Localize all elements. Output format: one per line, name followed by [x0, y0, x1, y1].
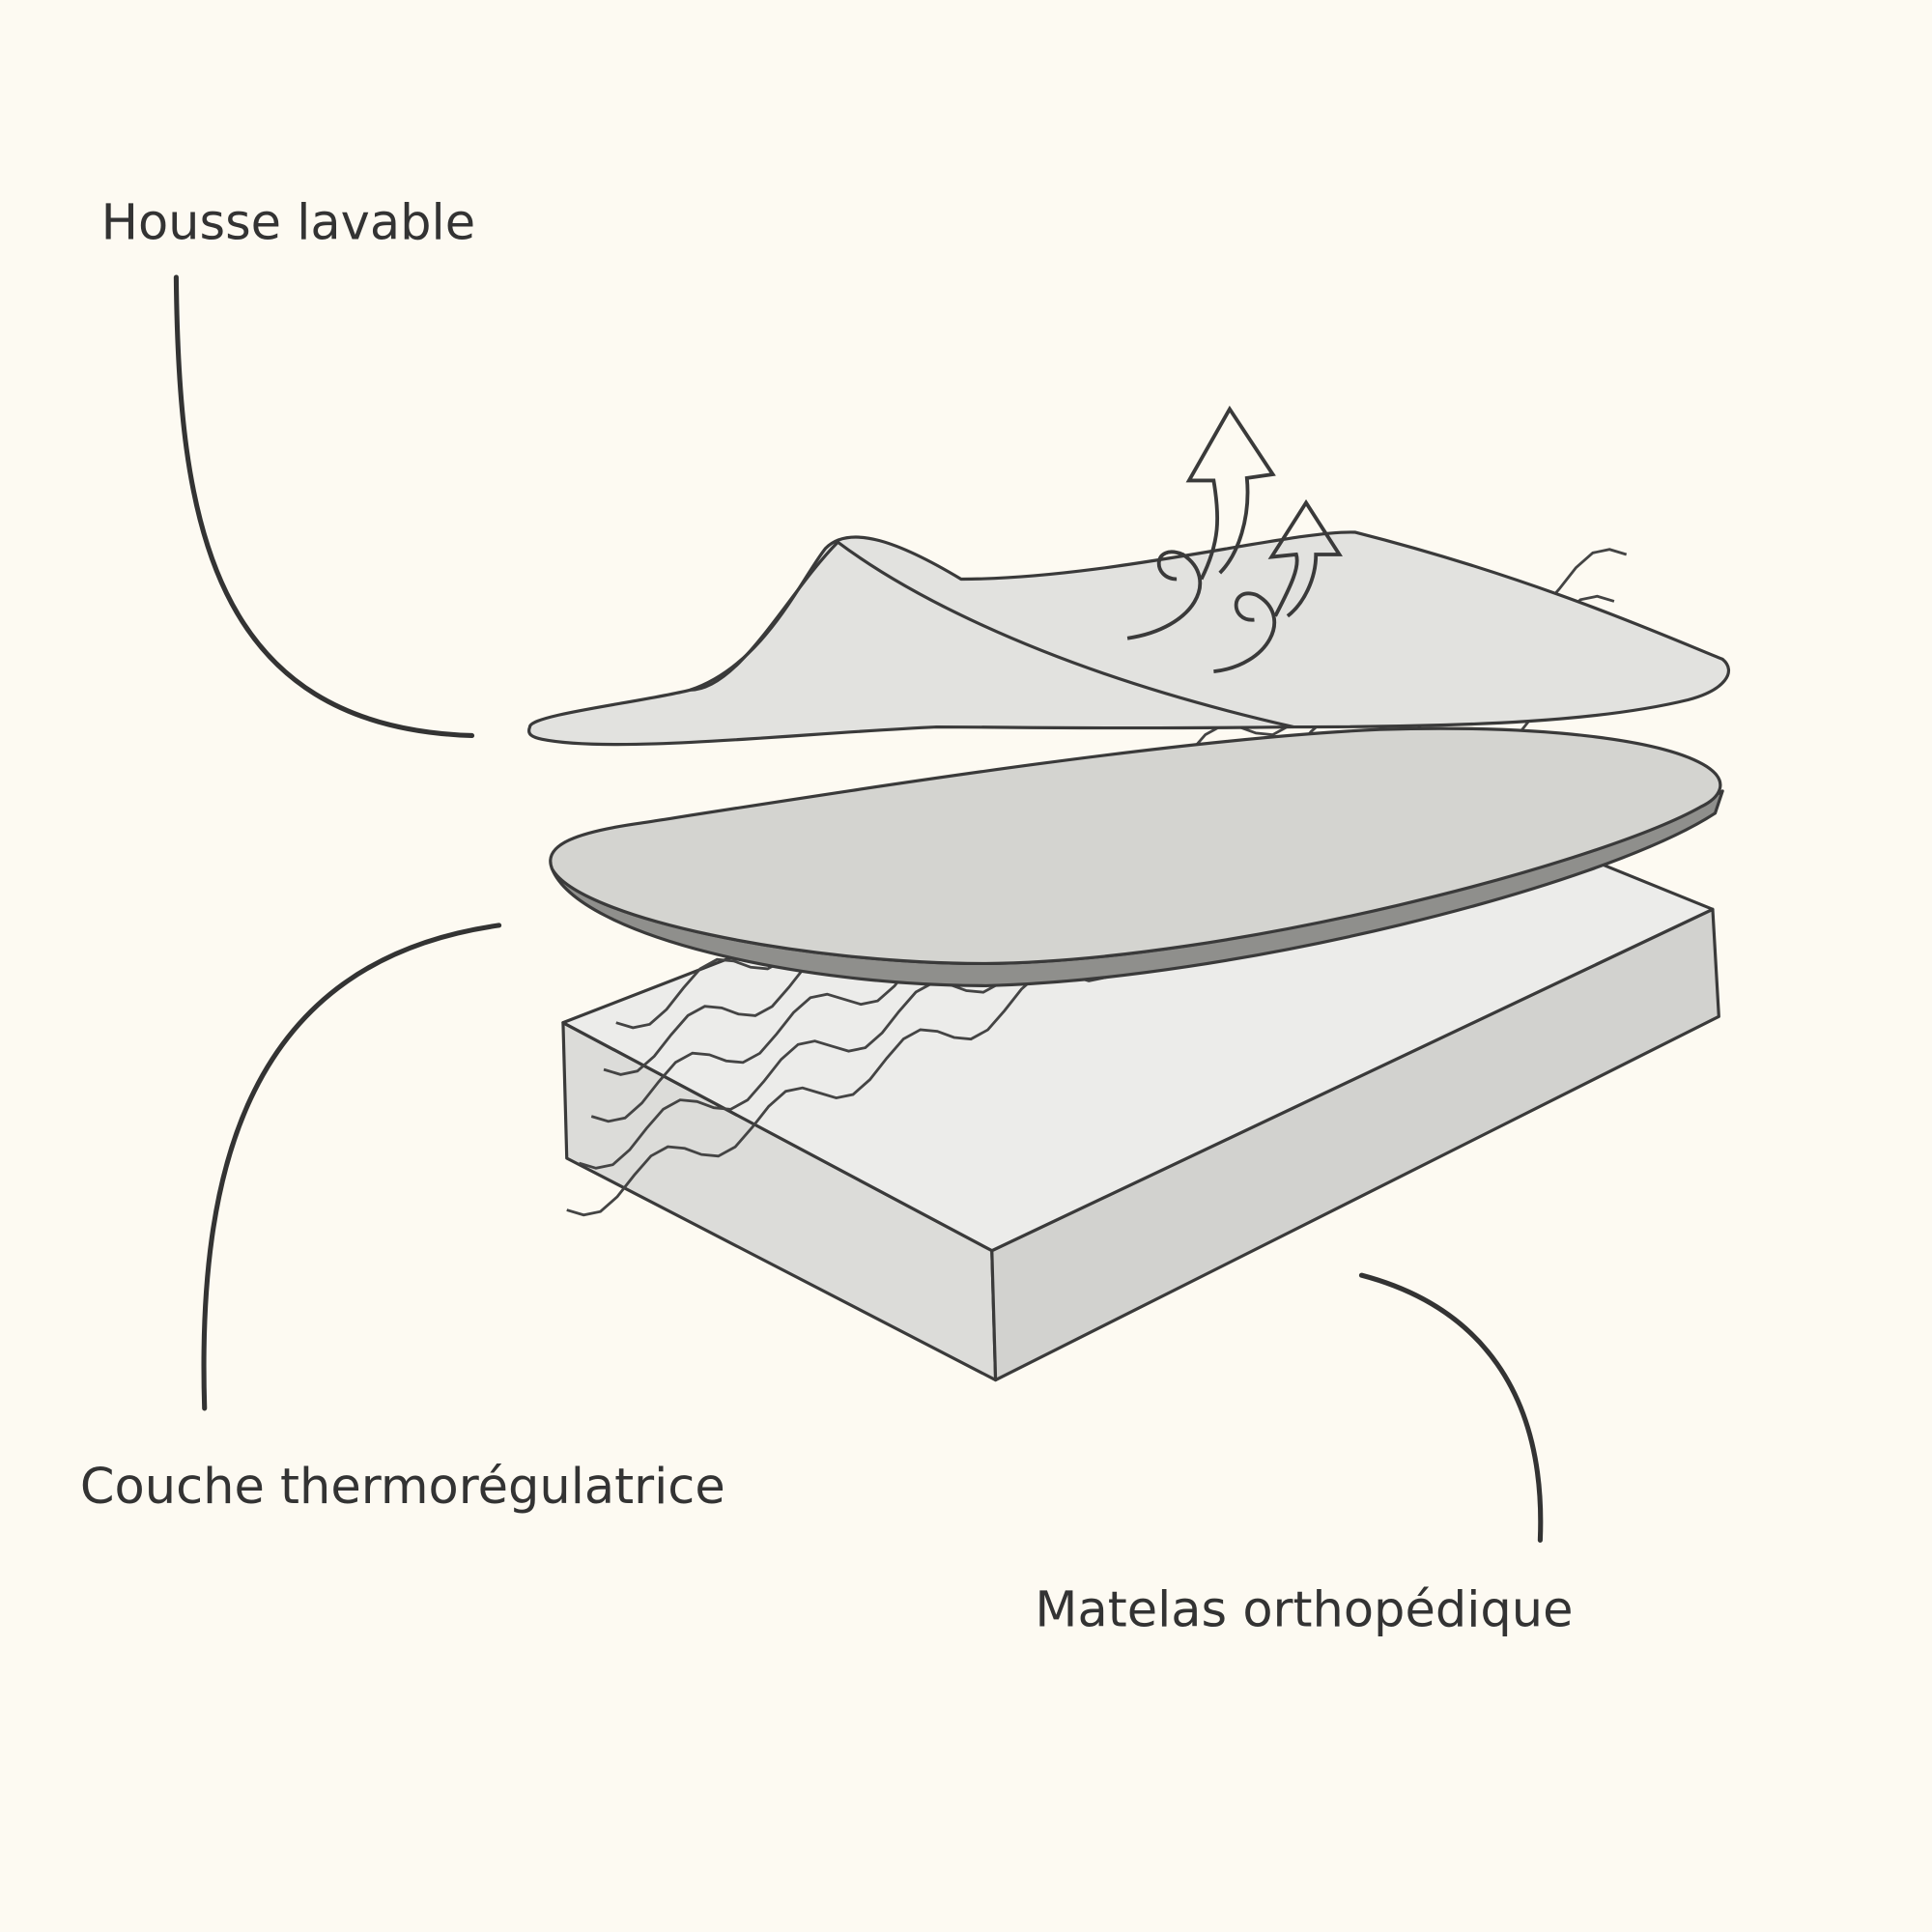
- cover-label: Housse lavable: [101, 194, 476, 251]
- thermo-layer-label: Couche thermorégulatrice: [80, 1459, 725, 1516]
- thermo-layer-leader-line: [201, 923, 502, 1411]
- airflow-arrows-icon: [1126, 405, 1343, 674]
- thermoregulating-layer-illustration: [549, 726, 1724, 988]
- cover-leader-line: [173, 274, 475, 739]
- mattress-label: Matelas orthopédique: [1035, 1582, 1573, 1639]
- mattress-leader-line: [1358, 1272, 1544, 1543]
